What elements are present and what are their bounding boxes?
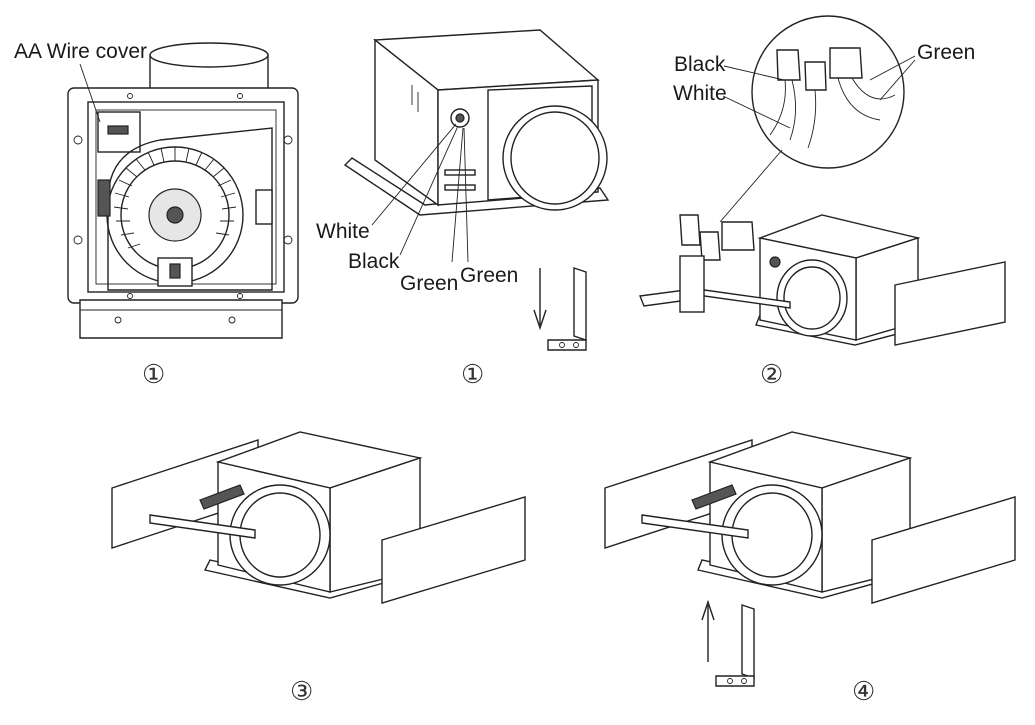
step-4-marker: ④	[852, 677, 875, 707]
green-wire-label-3: Green	[917, 41, 975, 64]
step-3-marker: ③	[290, 677, 313, 707]
housing-with-connectors	[639, 214, 1006, 346]
housing-perspective	[343, 29, 610, 216]
white-wire-label-2: White	[673, 82, 727, 105]
mounting-bracket-1	[547, 267, 587, 351]
step-1-marker-b: ①	[461, 360, 484, 390]
step-1-marker-a: ①	[142, 360, 165, 390]
black-wire-label-2: Black	[674, 53, 726, 76]
housing-between-joists-b	[604, 431, 1016, 604]
wire-cover-label: AA Wire cover	[14, 40, 147, 63]
mounting-bracket-2	[715, 604, 755, 687]
green-wire-label-2: Green	[460, 264, 518, 287]
step-2-marker: ②	[760, 360, 783, 390]
fan-front-view	[67, 42, 299, 339]
housing-between-joists-a	[111, 431, 526, 604]
green-wire-label-1: Green	[400, 272, 458, 295]
black-wire-label-1: Black	[348, 250, 400, 273]
white-wire-label-1: White	[316, 220, 370, 243]
up-arrow-icon	[701, 599, 715, 662]
down-arrow-icon	[533, 268, 547, 331]
connector-detail-circle	[751, 15, 905, 169]
